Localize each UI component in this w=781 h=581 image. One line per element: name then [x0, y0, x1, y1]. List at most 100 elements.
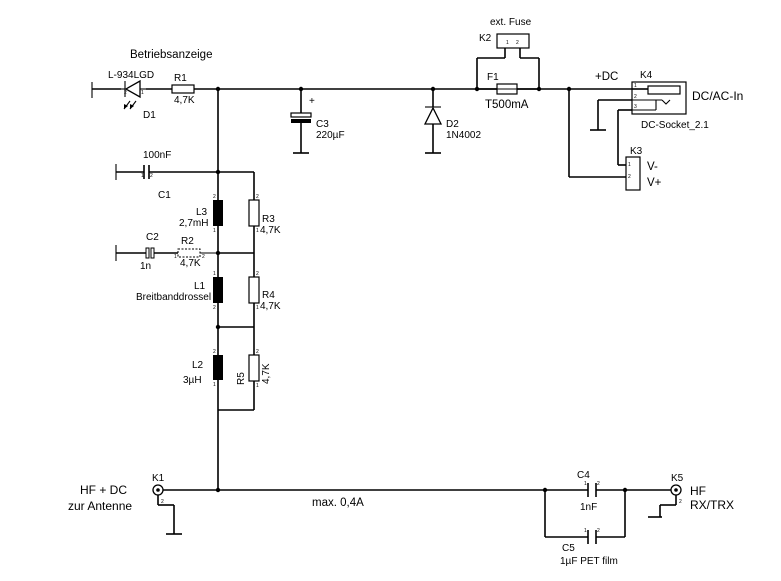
pin-label: 1: [213, 228, 216, 234]
hf-label: HF: [690, 484, 706, 498]
bottom-rail: [163, 489, 671, 538]
resistor-r4-ref: R4: [262, 290, 275, 301]
pin-label: 2: [628, 174, 631, 180]
inductor-l3: 2 1: [213, 194, 223, 234]
v-minus-label: V-: [647, 161, 658, 173]
inductor-l3-ref: L3: [196, 207, 208, 218]
connector-k1-ref: K1: [152, 473, 165, 484]
resistor-r4-value: 4,7K: [260, 301, 281, 312]
led-d1-ref: D1: [143, 110, 156, 121]
inductor-l1-value: Breitbanddrossel: [136, 292, 211, 303]
connector-k3-ref: K3: [630, 146, 643, 157]
pin-label: 2: [256, 271, 259, 277]
capacitor-c1-value: 100nF: [143, 150, 171, 161]
resistor-r5-ref: R5: [236, 372, 247, 385]
pin-label: 2: [213, 305, 216, 311]
pin-label: 1: [256, 305, 259, 311]
inductor-l1: 1 2: [213, 271, 223, 311]
capacitor-c3-value: 220µF: [316, 130, 345, 141]
dc-socket-k4-ref: K4: [640, 70, 653, 81]
capacitor-c2-ref: C2: [146, 232, 159, 243]
inductor-l1-ref: L1: [194, 281, 206, 292]
resistor-r4: 2 1: [248, 253, 260, 327]
dc-socket-k4: 1 2 3: [590, 81, 687, 138]
pin-label: 1: [213, 382, 216, 388]
pin-label: 2: [634, 94, 637, 100]
resistor-r3: 2 1: [248, 172, 260, 253]
led-d1-value: L-934LGD: [108, 70, 154, 81]
pin-label: 2: [202, 254, 205, 260]
pin-label: 1: [256, 383, 259, 389]
inductor-l2: 2 1: [213, 349, 223, 388]
hf-dc-label: HF + DC: [80, 483, 127, 497]
pin-label: 1: [141, 90, 144, 96]
connector-k2-ref: K2: [479, 33, 492, 44]
pin-label: 2: [679, 499, 682, 505]
resistor-r3-value: 4,7K: [260, 225, 281, 236]
led-d1: 2 1: [121, 79, 146, 110]
resistor-r1-ref: R1: [174, 73, 187, 84]
pin-label: 1: [141, 173, 144, 179]
rx-trx-label: RX/TRX: [690, 498, 734, 512]
resistor-r1: [171, 84, 195, 94]
capacitor-c3-ref: C3: [316, 119, 329, 130]
zur-antenne-label: zur Antenne: [68, 499, 132, 513]
inductor-l2-ref: L2: [192, 360, 204, 371]
pin-label: 1: [634, 83, 637, 89]
dc-ac-in-label: DC/AC-In: [692, 89, 743, 103]
diode-d2: [423, 89, 443, 154]
pin-label: 1: [584, 528, 587, 534]
resistor-r2-ref: R2: [181, 236, 194, 247]
ext-fuse-label: ext. Fuse: [490, 17, 532, 28]
resistor-r1-value: 4,7K: [174, 95, 195, 106]
capacitor-c5-ref: C5: [562, 543, 575, 554]
resistor-r3-ref: R3: [262, 214, 275, 225]
pin-label: 1: [256, 228, 259, 234]
connector-k3: 1 2: [568, 89, 641, 191]
pin-label: 2: [161, 499, 164, 505]
betriebsanzeige-label: Betriebsanzeige: [130, 49, 212, 61]
capacitor-c5: 1 2: [584, 528, 600, 544]
pin-label: 1: [628, 162, 631, 168]
capacitor-c2: [115, 245, 178, 261]
resistor-r5-value: 4,7K: [261, 363, 272, 384]
max-current-label: max. 0,4A: [312, 497, 364, 509]
pin-label: 1: [213, 271, 216, 277]
pin-label: 1: [174, 254, 177, 260]
pin-label: 1: [506, 40, 509, 46]
fuse-f1-ref: F1: [487, 72, 499, 83]
pin-label: 2: [256, 349, 259, 355]
diode-d2-ref: D2: [446, 119, 459, 130]
connector-k2: 1 2: [476, 33, 540, 89]
capacitor-c1-ref: C1: [158, 190, 171, 201]
capacitor-c3-polarity: +: [309, 96, 315, 107]
pin-label: 2: [124, 90, 127, 96]
dc-socket-label: DC-Socket_2.1: [641, 120, 709, 131]
capacitor-c1: 1 2: [115, 164, 254, 180]
pin-label: 1: [584, 481, 587, 487]
plus-dc-label: +DC: [595, 71, 618, 83]
capacitor-c3: [290, 89, 312, 154]
connector-k5-ref: K5: [671, 473, 684, 484]
resistor-r2-value: 4,7K: [180, 258, 201, 269]
connector-k5: 2: [648, 484, 682, 518]
pin-label: 2: [150, 173, 153, 179]
capacitor-c4: 1 2: [584, 481, 600, 497]
diode-d2-value: 1N4002: [446, 130, 481, 141]
fuse-f1-value: T500mA: [485, 99, 529, 111]
pin-label: 3: [634, 104, 637, 110]
pin-label: 2: [597, 481, 600, 487]
pin-label: 2: [213, 349, 216, 355]
pin-label: 2: [516, 40, 519, 46]
inductor-l2-value: 3µH: [183, 375, 202, 386]
connector-k1: 2: [152, 484, 182, 535]
capacitor-c5-value: 1µF PET film: [560, 556, 618, 567]
inductor-l3-value: 2,7mH: [179, 218, 208, 229]
capacitor-c2-value: 1n: [140, 261, 151, 272]
pin-label: 2: [213, 194, 216, 200]
v-plus-label: V+: [647, 177, 662, 189]
resistor-r5: 2 1: [218, 327, 260, 411]
capacitor-c4-value: 1nF: [580, 502, 597, 513]
junction-dots: [215, 86, 628, 493]
